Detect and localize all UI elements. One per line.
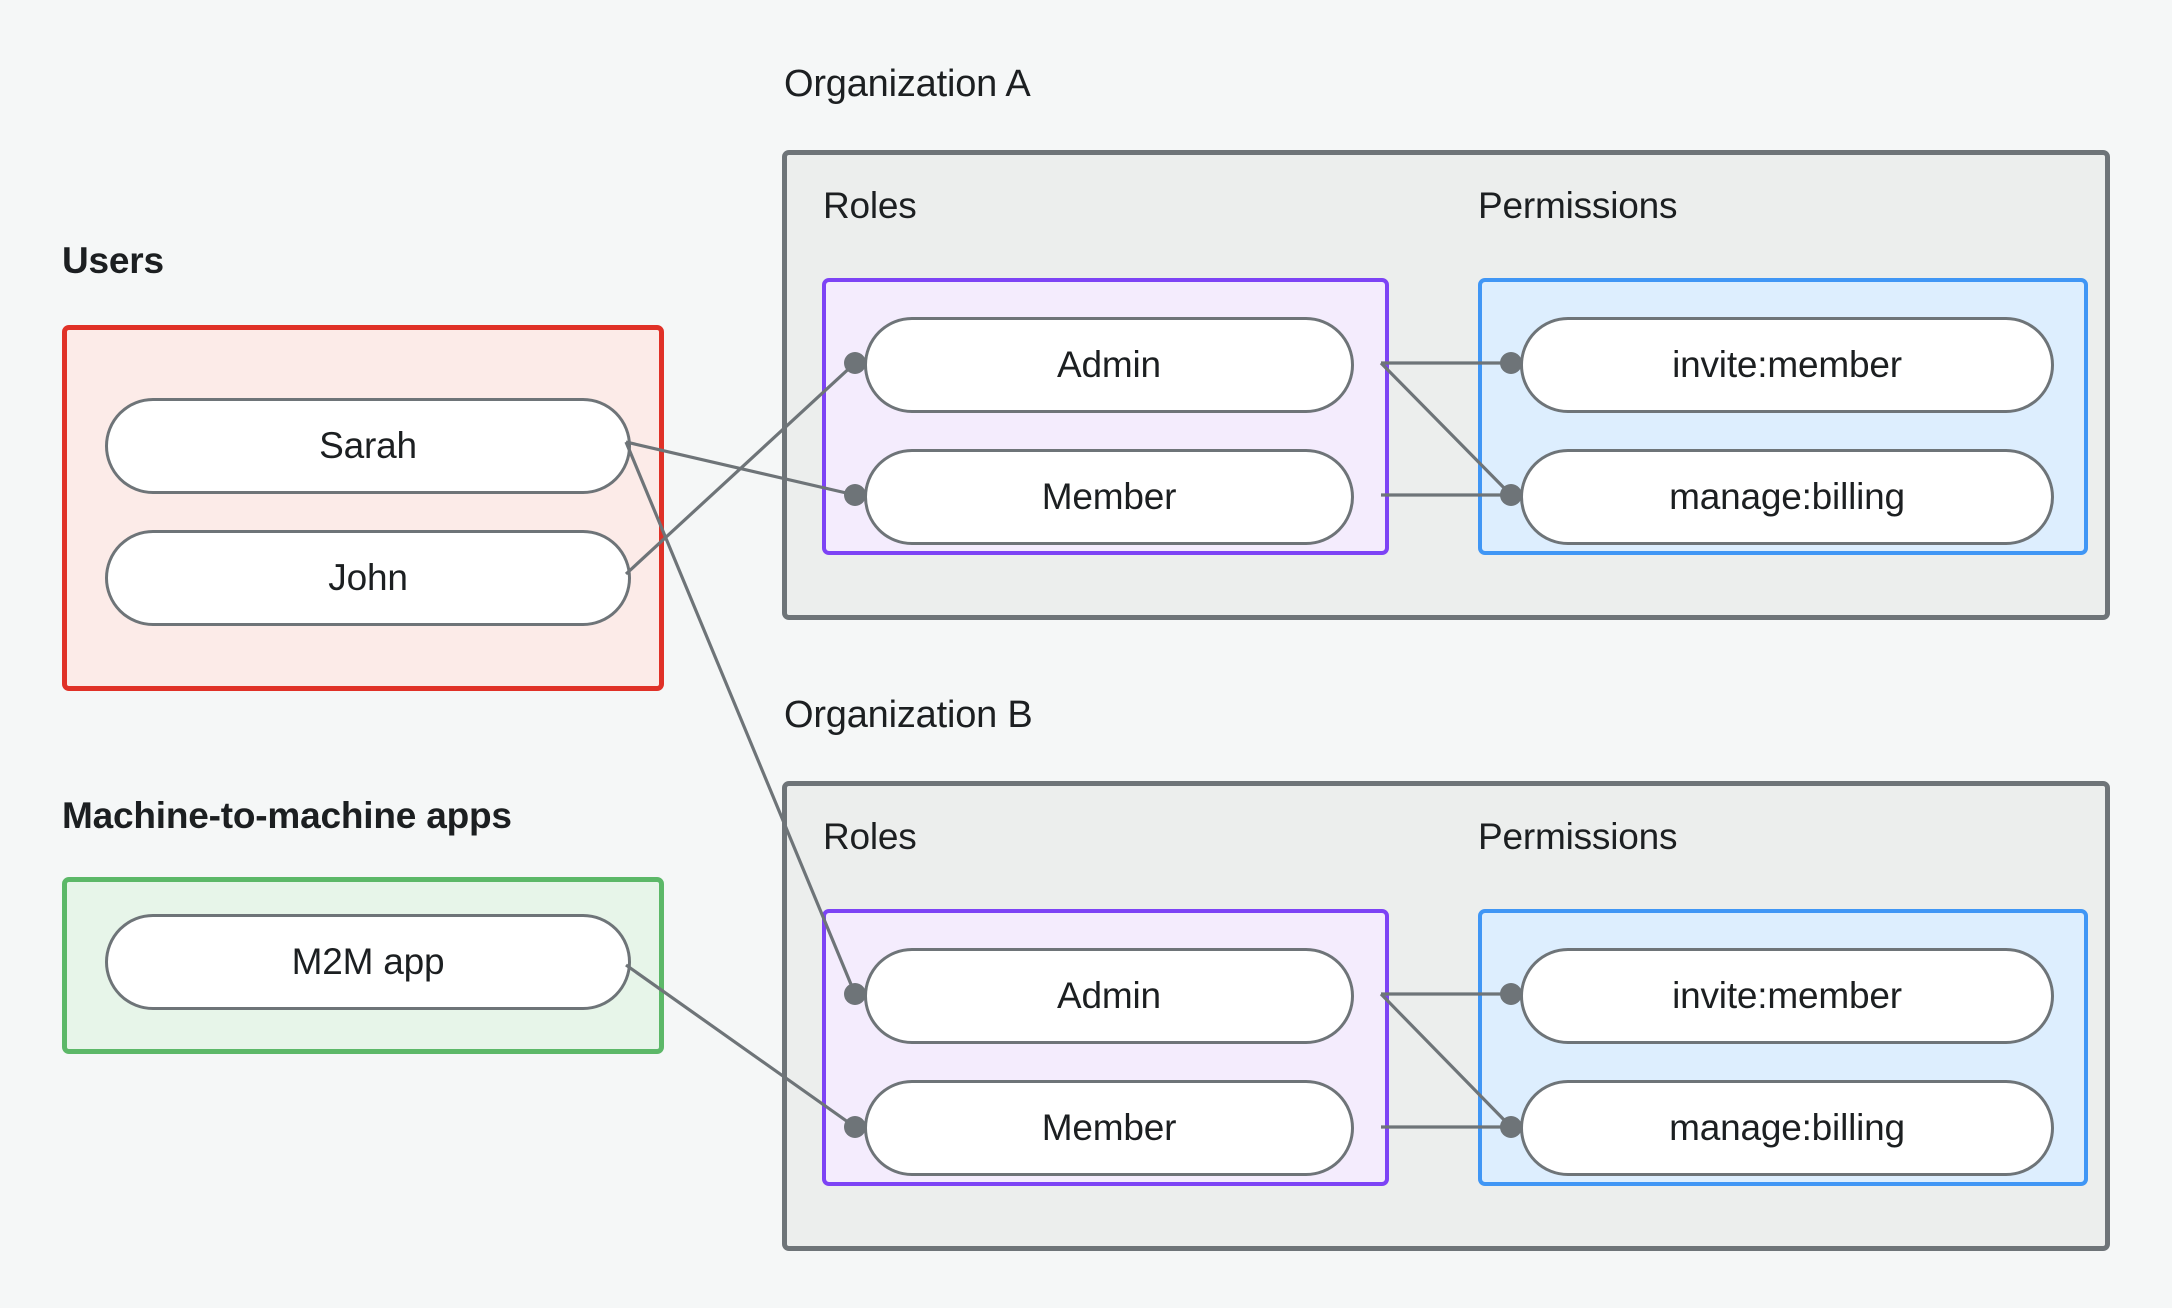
m2m-group-box: M2M app [62, 877, 664, 1054]
node-m2m-app[interactable]: M2M app [105, 914, 631, 1010]
org-b-role-admin[interactable]: Admin [864, 948, 1354, 1044]
node-john[interactable]: John [105, 530, 631, 626]
org-b-permission-manage-billing[interactable]: manage:billing [1520, 1080, 2054, 1176]
org-b-title: Organization B [784, 694, 1033, 736]
org-a-roles-box: Admin Member [822, 278, 1389, 555]
org-a-box: Roles Permissions Admin Member invite:me… [782, 150, 2110, 620]
org-b-permissions-title: Permissions [1478, 816, 1678, 857]
org-b-permissions-box: invite:member manage:billing [1478, 909, 2088, 1186]
users-group-box: Sarah John [62, 325, 664, 691]
org-b-box: Roles Permissions Admin Member invite:me… [782, 781, 2110, 1251]
org-b-roles-title: Roles [823, 816, 917, 857]
org-b-roles-box: Admin Member [822, 909, 1389, 1186]
org-a-title: Organization A [784, 63, 1031, 105]
org-a-roles-title: Roles [823, 185, 917, 226]
org-b-role-member[interactable]: Member [864, 1080, 1354, 1176]
org-a-permissions-box: invite:member manage:billing [1478, 278, 2088, 555]
org-a-role-admin[interactable]: Admin [864, 317, 1354, 413]
users-group-title: Users [62, 240, 164, 281]
org-a-permission-invite-member[interactable]: invite:member [1520, 317, 2054, 413]
node-sarah[interactable]: Sarah [105, 398, 631, 494]
org-a-permissions-title: Permissions [1478, 185, 1678, 226]
org-a-role-member[interactable]: Member [864, 449, 1354, 545]
m2m-group-title: Machine-to-machine apps [62, 795, 512, 836]
org-b-permission-invite-member[interactable]: invite:member [1520, 948, 2054, 1044]
org-a-permission-manage-billing[interactable]: manage:billing [1520, 449, 2054, 545]
